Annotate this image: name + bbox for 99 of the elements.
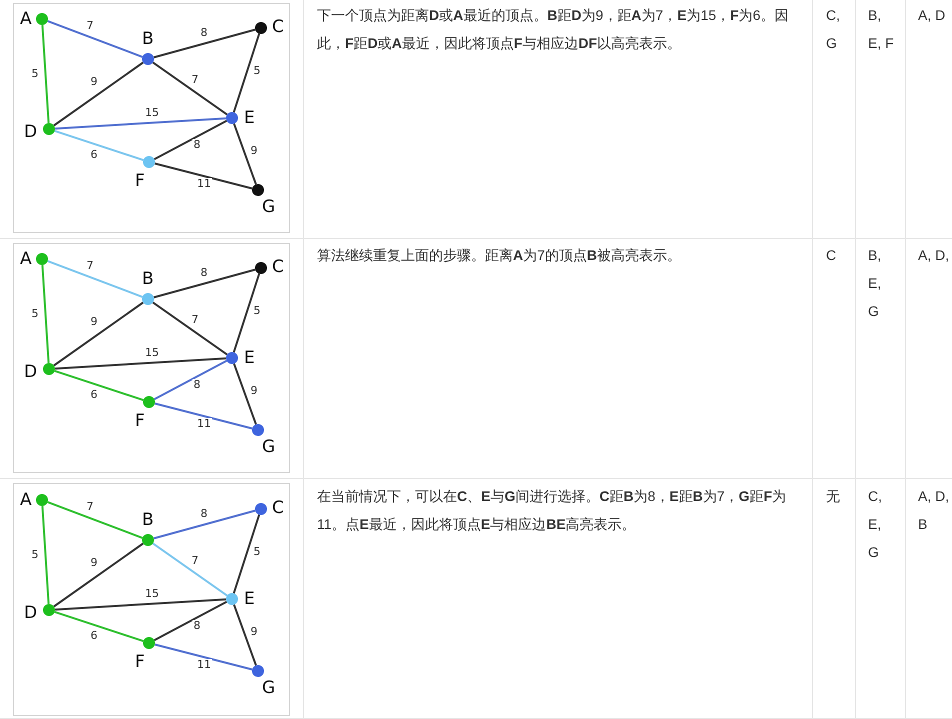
graph-edge bbox=[154, 644, 252, 670]
vertex-label: D bbox=[24, 363, 38, 381]
graph-edge bbox=[233, 604, 257, 666]
vertex-label: F bbox=[135, 412, 145, 430]
graph-edge bbox=[154, 162, 252, 190]
edge-weight: 5 bbox=[30, 549, 40, 561]
vertex-label: D bbox=[24, 604, 38, 622]
edge-weight: 5 bbox=[252, 65, 262, 77]
table-cell-text: A, D, B bbox=[918, 487, 950, 534]
vertex-label: B bbox=[142, 270, 154, 288]
graph-edge bbox=[47, 20, 143, 58]
graph-edge bbox=[233, 363, 257, 425]
graph-edge bbox=[54, 370, 144, 402]
vertex-label: G bbox=[262, 198, 276, 216]
vertex-label: A bbox=[20, 10, 32, 28]
graph-edge bbox=[154, 600, 228, 642]
vertex-label: B bbox=[142, 511, 154, 529]
vertex-label: C bbox=[272, 18, 284, 36]
edge-weight: 6 bbox=[90, 149, 98, 161]
vertex-label: E bbox=[244, 590, 255, 608]
graph-edge bbox=[152, 302, 228, 356]
graph-edge bbox=[154, 510, 256, 540]
graph-edge bbox=[233, 123, 257, 185]
graph-edge bbox=[47, 260, 143, 298]
graph-edge bbox=[232, 514, 260, 594]
table-cell-text: B, E, F bbox=[868, 6, 894, 53]
graph-edge bbox=[154, 360, 228, 400]
table-cell-text: A, D bbox=[918, 6, 946, 25]
edge-weight: 11 bbox=[196, 178, 212, 190]
table-cell-text: C, E, G bbox=[868, 487, 883, 562]
vertex-label: F bbox=[135, 172, 145, 190]
vertex-label: G bbox=[262, 438, 276, 456]
graph-edge bbox=[154, 402, 252, 430]
graph-edge bbox=[232, 33, 260, 113]
vertex-label: A bbox=[20, 250, 32, 268]
edge-weight: 8 bbox=[192, 139, 202, 151]
edge-weight: 9 bbox=[250, 385, 258, 397]
edge-weight: 5 bbox=[252, 305, 262, 317]
vertex-label: E bbox=[244, 109, 255, 127]
vertex-label: A bbox=[20, 491, 32, 509]
graph-edge bbox=[47, 501, 143, 539]
graph-edge bbox=[53, 62, 144, 126]
table-cell-text: B, E, G bbox=[868, 246, 882, 321]
edge-weight: 9 bbox=[250, 145, 258, 157]
vertex-label: C bbox=[272, 258, 284, 276]
edge-weight: 9 bbox=[90, 557, 98, 569]
table-cell-text: 无 bbox=[826, 487, 841, 506]
edge-weight: 7 bbox=[86, 260, 94, 272]
table-cell-text: C, G bbox=[826, 6, 841, 53]
vertex-label: C bbox=[272, 499, 284, 517]
graph-edge bbox=[152, 542, 228, 596]
vertex-label: D bbox=[24, 123, 38, 141]
graph-edge bbox=[41, 24, 50, 124]
edge-weight: 7 bbox=[190, 314, 200, 326]
edge-weight: 5 bbox=[30, 308, 40, 320]
graph-edge bbox=[53, 542, 144, 608]
graph-edge bbox=[54, 610, 144, 642]
edge-weight: 8 bbox=[200, 267, 208, 279]
edge-weight: 11 bbox=[196, 659, 212, 671]
edge-weight: 7 bbox=[86, 20, 94, 32]
graph-edge bbox=[54, 598, 226, 611]
graph-edge bbox=[41, 506, 50, 604]
edge-weight: 15 bbox=[144, 347, 160, 359]
vertex-label: B bbox=[142, 30, 154, 48]
step-description: 下一个顶点为距离D或A最近的顶点。B距D为9，距A为7，E为15，F为6。因此，F距D或A最近，因此将顶点F与相应边DF以高亮表示。 bbox=[317, 6, 790, 53]
edge-weight: 7 bbox=[86, 501, 94, 513]
vertex-label: E bbox=[244, 349, 255, 367]
graph-edge bbox=[53, 302, 144, 366]
edge-weight: 6 bbox=[90, 389, 98, 401]
edge-weight: 8 bbox=[200, 27, 208, 39]
graph-edge bbox=[152, 62, 228, 116]
graph-edge bbox=[154, 268, 256, 298]
edge-weight: 15 bbox=[144, 588, 160, 600]
step-description: 在当前情况下，可以在C、E与G间进行选择。C距B为8，E距B为7，G距F为11。点E最近，因此将顶点E与相应边BE高亮表示。 bbox=[317, 487, 788, 534]
edge-weight: 11 bbox=[196, 418, 212, 430]
graph-edge bbox=[154, 28, 256, 58]
graph-edge bbox=[54, 117, 226, 130]
edge-weight: 9 bbox=[90, 76, 98, 88]
edge-weight: 9 bbox=[90, 316, 98, 328]
edge-weight: 5 bbox=[30, 68, 40, 80]
step-description: 算法继续重复上面的步骤。距离A为7的顶点B被高亮表示。 bbox=[317, 246, 682, 265]
vertex-label: G bbox=[262, 679, 276, 697]
edge-weight: 8 bbox=[192, 379, 202, 391]
graph-edge bbox=[54, 357, 226, 370]
edge-weight: 7 bbox=[190, 74, 200, 86]
graph-edge bbox=[41, 264, 50, 364]
edge-weight: 9 bbox=[250, 626, 258, 638]
edge-weight: 6 bbox=[90, 630, 98, 642]
table-cell-text: A, D, bbox=[918, 246, 950, 265]
vertex-label: F bbox=[135, 653, 145, 671]
table-cell-text: C bbox=[826, 246, 838, 265]
graph-edge bbox=[54, 130, 144, 162]
graph-edge bbox=[232, 273, 260, 353]
edge-weight: 5 bbox=[252, 546, 262, 558]
graph-edge bbox=[154, 120, 228, 160]
edge-weight: 8 bbox=[192, 620, 202, 632]
edge-weight: 15 bbox=[144, 107, 160, 119]
edge-weight: 8 bbox=[200, 508, 208, 520]
edge-weight: 7 bbox=[190, 555, 200, 567]
